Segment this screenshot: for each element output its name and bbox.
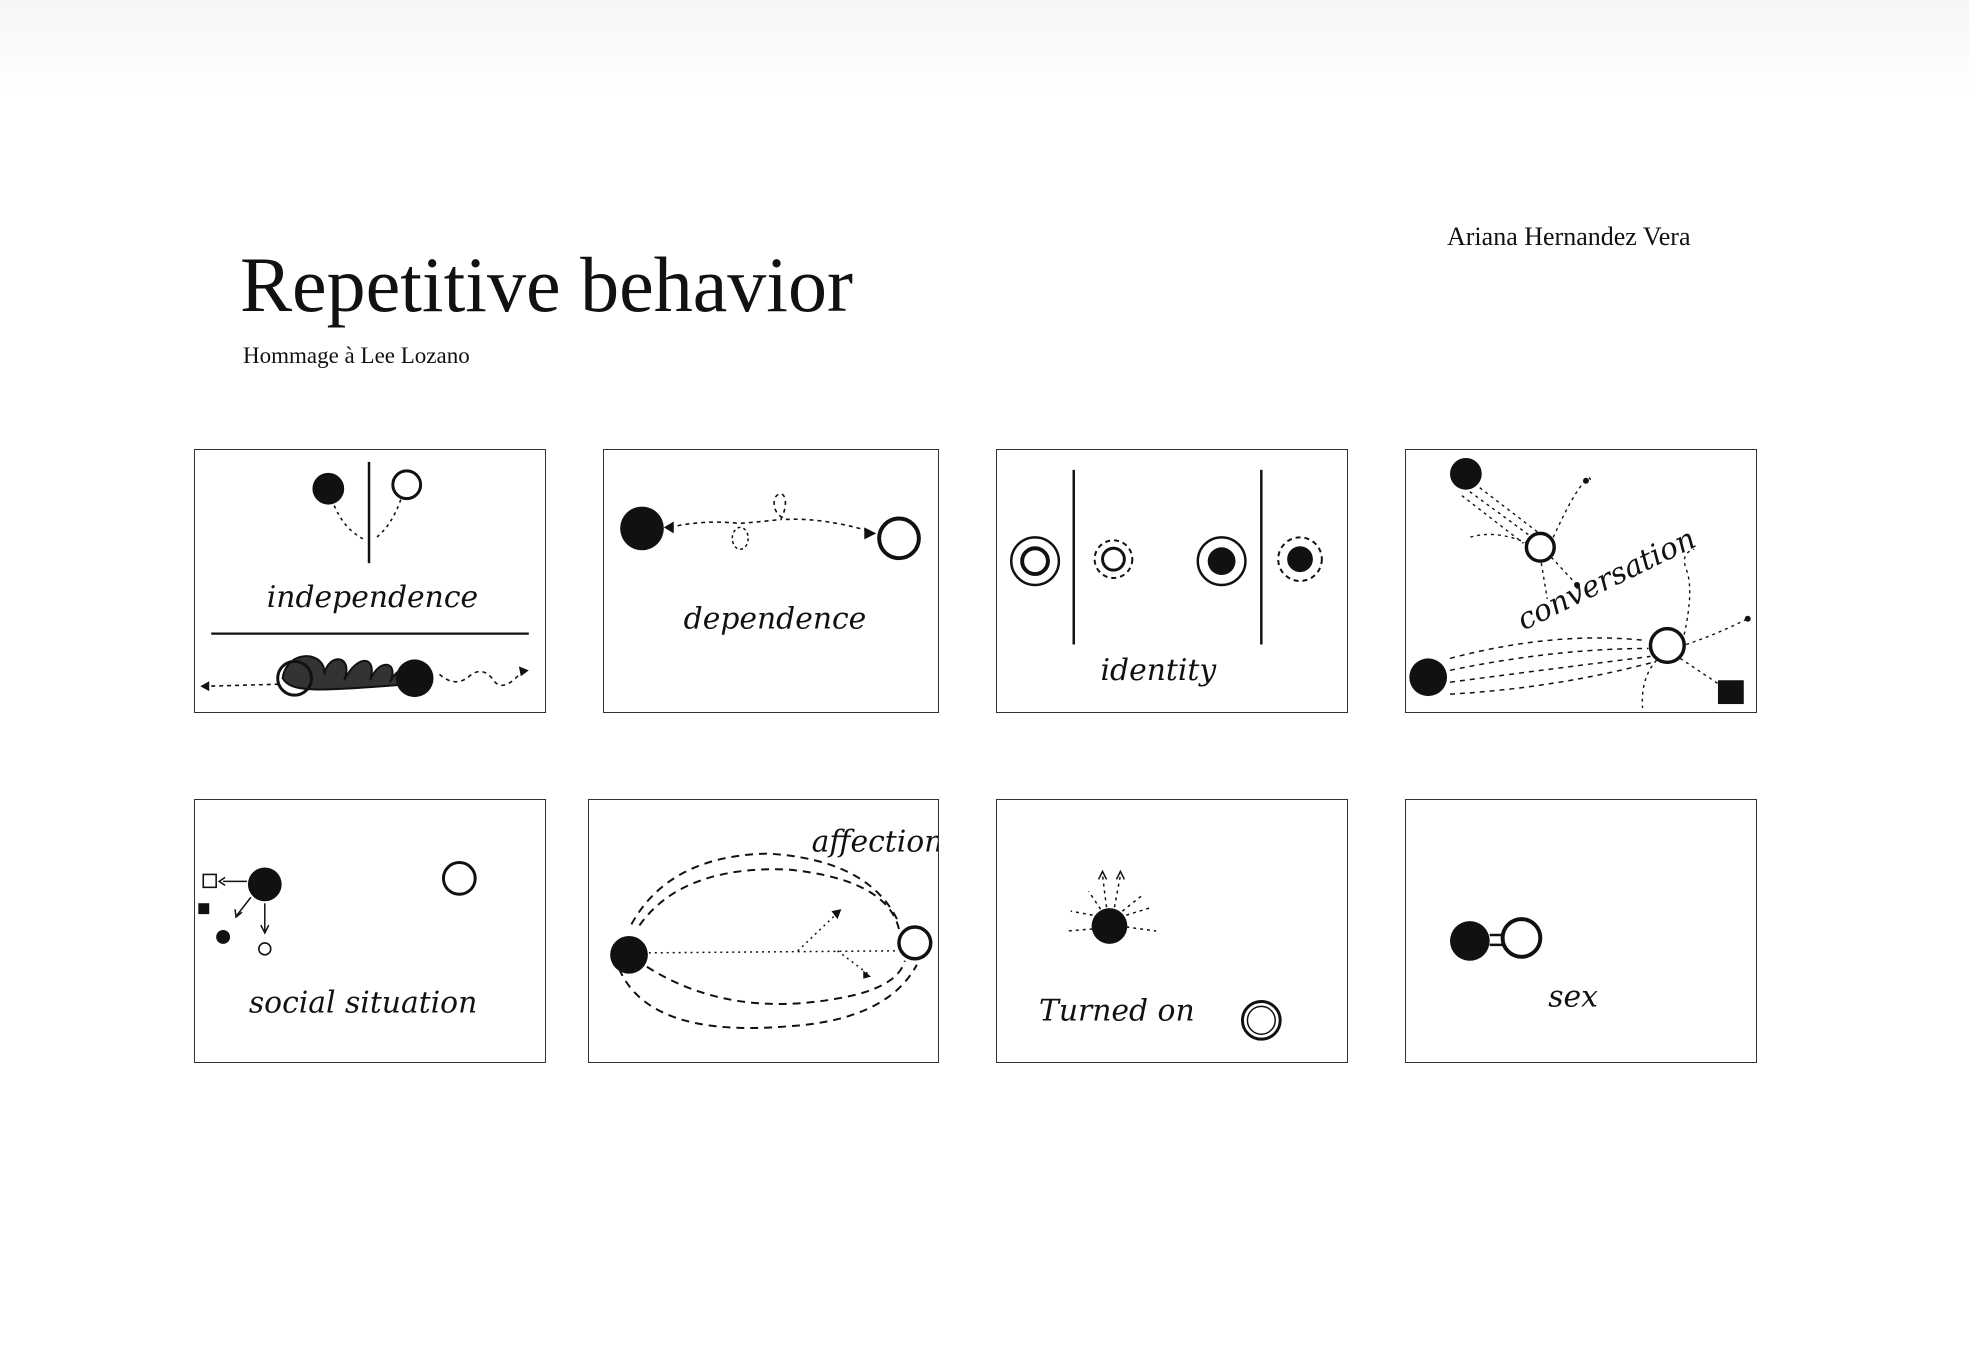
filled-circle [620,506,664,551]
panel-sex: sex [1405,799,1757,1063]
panel-dependence: dependence [603,449,939,713]
panel-label: social situation [249,985,477,1020]
dotted-line [836,950,870,976]
dashed-arc [630,852,898,926]
hollow-circle [1500,917,1543,959]
dotted-line [648,950,897,954]
dashed-ring [1093,539,1134,580]
inner-filled-circle [1207,547,1236,576]
social-situation-drawing: social situation [198,861,477,1020]
filled-circle [395,659,434,698]
dashed-path [1641,659,1657,709]
dashed-arrow [207,683,279,687]
dot [1582,477,1589,484]
hollow-circle [1240,999,1282,1041]
panel-conversation: conversation [1405,449,1757,713]
dashed-path [373,499,402,540]
hollow-circle [1524,531,1556,563]
panel-label: affection [812,825,938,860]
dashed-loop [731,526,749,550]
filled-square [198,903,210,915]
arrow-lines [223,880,266,931]
dotted-line [797,910,840,952]
panel-label: conversation [1512,521,1702,638]
arrow-head [663,521,674,534]
arrow-head [864,527,877,540]
outer-ring [1196,536,1247,587]
panel-label: dependence [684,602,867,637]
dot [1574,581,1581,588]
arrow-head [518,666,529,677]
dashed-path [1685,618,1749,646]
dashed-arc [636,868,900,930]
panel-independence: independence [194,449,546,713]
dashed-lines [1449,637,1653,695]
dashed-path [1552,477,1591,538]
small-hollow-circle [258,942,272,956]
filled-circle [1450,457,1482,490]
panel-affection: affection [588,799,939,1063]
dashed-path [1461,487,1540,544]
panel-label: independence [267,580,478,615]
hollow-circle [877,516,921,561]
filled-circle [1450,921,1490,961]
scribble-cluster [281,655,411,691]
hollow-square [202,873,217,889]
dashed-path [1679,657,1723,687]
hollow-circle [391,469,423,501]
inner-filled-circle [1287,546,1313,573]
turned-on-drawing: Turned on [1039,869,1282,1041]
outer-ring [1009,536,1061,587]
connector [1489,933,1503,947]
arrow-heads [1097,869,1126,880]
dashed-arc [646,960,906,1005]
small-filled-circle [216,930,231,944]
inner-hollow-circle [1020,546,1050,577]
radiating-lines [1101,875,1122,908]
arrow-head [200,681,210,692]
dashed-path [669,492,871,533]
dashed-path [1683,548,1695,635]
top-band [0,0,1969,95]
affection-drawing: affection [610,825,938,1029]
panel-label: identity [1101,653,1218,688]
independence-drawing: independence [200,461,529,698]
filled-circle [247,867,282,902]
arrow-head [863,970,872,979]
arrow-heads [217,876,270,935]
author-name: Ariana Hernandez Vera [1447,222,1691,251]
hollow-circle [276,659,313,697]
filled-square [1717,680,1744,705]
dashed-wave [438,669,524,686]
panel-identity: identity [996,449,1348,713]
inner-hollow-circle [1101,546,1126,572]
filled-circle [312,472,345,505]
page-subtitle: Hommage à Lee Lozano [243,343,470,368]
panel-turned-on: Turned on [996,799,1348,1063]
arrow-head [831,909,842,920]
hollow-circle [897,925,933,961]
dashed-path [1540,556,1578,599]
sex-drawing: sex [1450,917,1598,1014]
hollow-circle [1648,626,1686,665]
dependence-drawing: dependence [620,492,921,637]
hollow-circle-inner [1246,1005,1276,1035]
page-title: Repetitive behavior [240,241,853,328]
panel-label: sex [1548,979,1598,1014]
filled-circle [1091,908,1128,944]
dashed-ring [1277,536,1323,582]
dashed-arc [618,964,918,1029]
dashed-path [333,505,365,541]
identity-drawing: identity [1009,469,1323,688]
panel-label: Turned on [1039,993,1195,1028]
filled-circle [1409,658,1448,697]
dot [1744,615,1751,622]
filled-circle [610,935,648,974]
hollow-circle [441,861,477,896]
conversation-drawing: conversation [1409,457,1751,709]
panel-social-situation: social situation [194,799,546,1063]
